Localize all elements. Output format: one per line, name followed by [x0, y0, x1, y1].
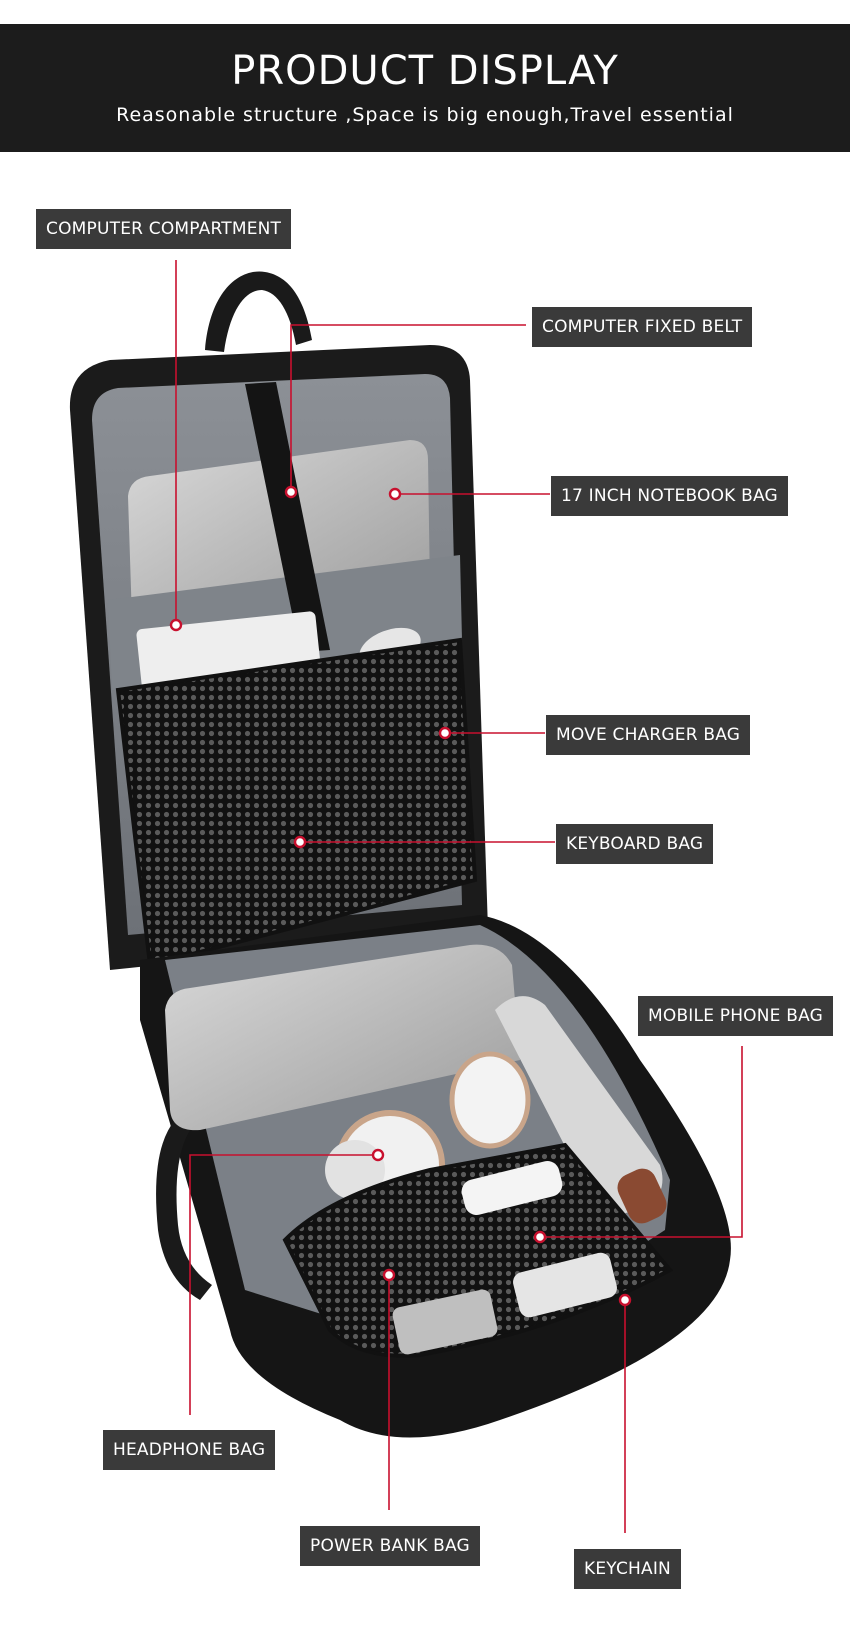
leader-headphone-bag — [189, 1154, 378, 1415]
tablet — [165, 944, 520, 1131]
label-power-bank-bag: POWER BANK BAG — [300, 1526, 480, 1566]
top-handle — [205, 271, 312, 352]
umbrella — [495, 996, 663, 1215]
page-header: PRODUCT DISPLAY Reasonable structure ,Sp… — [0, 24, 850, 152]
mesh-pocket — [115, 637, 478, 968]
headphone-right — [449, 1051, 531, 1149]
label-move-charger-bag: MOVE CHARGER BAG — [546, 715, 751, 755]
leader-lines — [175, 260, 743, 1533]
leader-mobile-phone-bag — [540, 1046, 743, 1238]
label-notebook-bag: 17 INCH NOTEBOOK BAG — [551, 476, 788, 516]
label-keychain: KEYCHAIN — [574, 1549, 681, 1589]
label-headphone-bag: HEADPHONE BAG — [103, 1430, 276, 1470]
page-subtitle: Reasonable structure ,Space is big enoug… — [116, 104, 734, 126]
callout-dots — [169, 485, 632, 1307]
label-mobile-phone-bag: MOBILE PHONE BAG — [638, 996, 833, 1036]
label-computer-compartment: COMPUTER COMPARTMENT — [36, 209, 292, 249]
leader-computer-fixed-belt — [290, 324, 526, 492]
label-keyboard-bag: KEYBOARD BAG — [556, 824, 714, 864]
fixed-belt — [245, 382, 330, 652]
label-computer-fixed-belt: COMPUTER FIXED BELT — [532, 307, 753, 347]
page-title: PRODUCT DISPLAY — [231, 48, 619, 94]
